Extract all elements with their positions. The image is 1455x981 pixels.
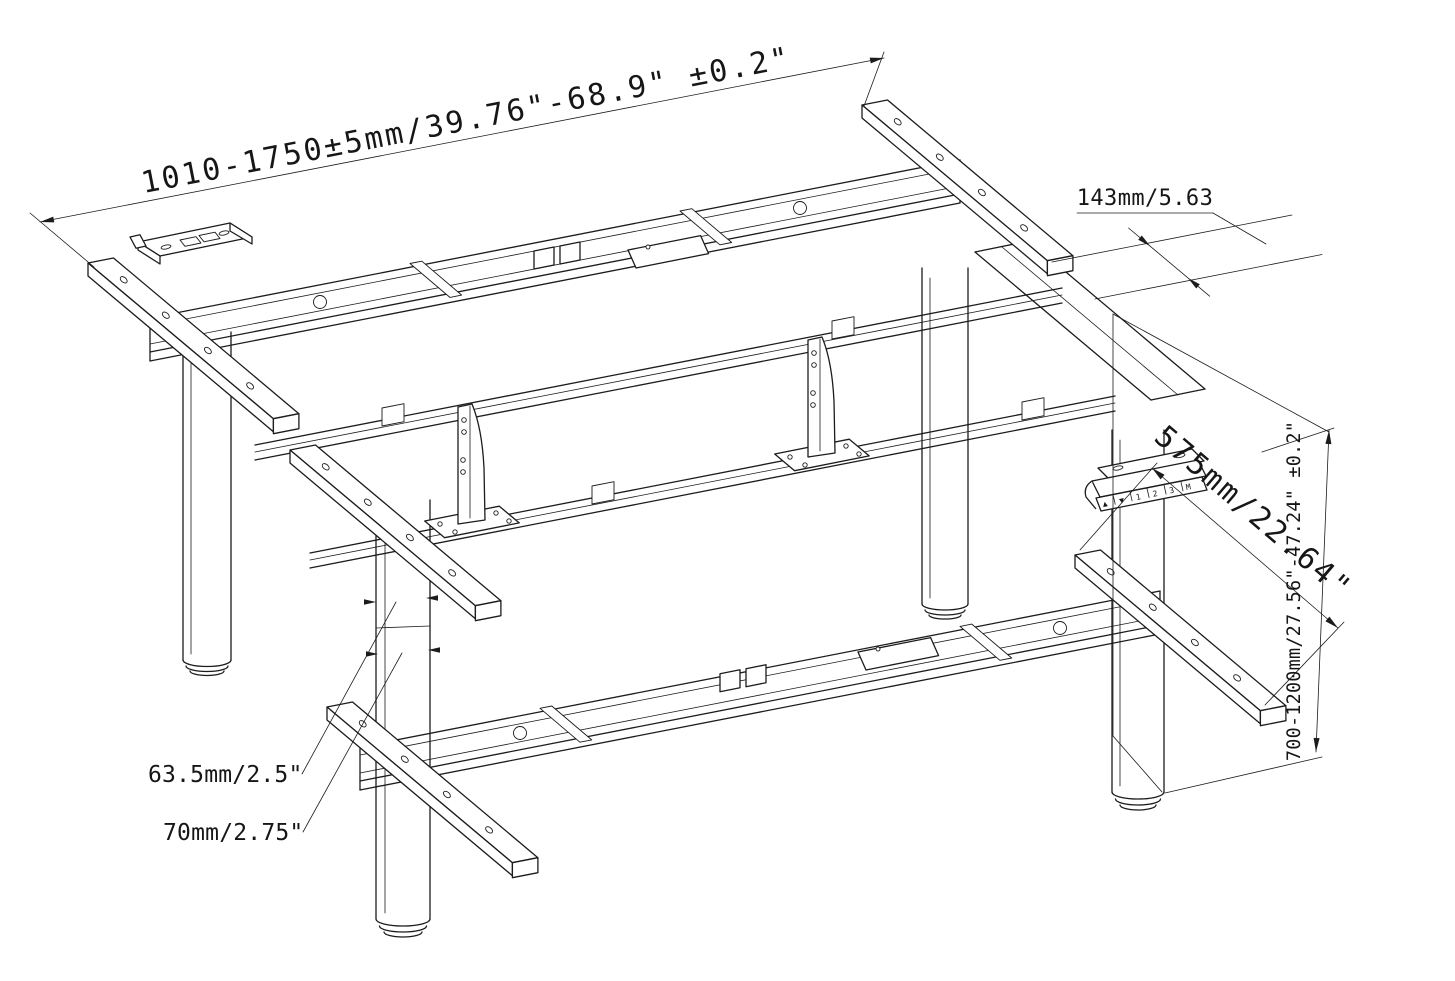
slider-block xyxy=(1021,397,1045,421)
keypad-front-right: ▲ ▼ 1 2 3 M xyxy=(1084,448,1208,512)
beam-connector xyxy=(533,246,555,270)
beam-connector xyxy=(559,241,581,265)
keypad-button-down: ▼ xyxy=(1118,496,1125,506)
keypad-button-up: ▲ xyxy=(1102,499,1109,509)
beam-connector xyxy=(745,664,767,688)
slider-block xyxy=(591,481,615,505)
keypad-button-2: 2 xyxy=(1152,489,1159,499)
keypad-button xyxy=(179,236,202,247)
motor-box xyxy=(627,234,710,269)
side-plate-back-left xyxy=(87,257,300,435)
mount-slot xyxy=(160,244,172,250)
keypad-button-3: 3 xyxy=(1168,486,1175,496)
beam-clamp xyxy=(959,623,1013,661)
gusset-bracket-right xyxy=(774,336,870,472)
beam-connector xyxy=(719,669,741,693)
leg-back-right xyxy=(921,267,969,620)
slider-block xyxy=(381,403,405,427)
dim-height-label: 700-1200mm/27.56"-47.24" ±0.2" xyxy=(1284,421,1305,761)
side-plate-back-right xyxy=(861,99,1074,277)
side-plate-front-right xyxy=(1074,549,1287,727)
back-beam xyxy=(149,159,961,362)
dim-lower-column-label: 70mm/2.75" xyxy=(163,820,303,846)
beam-hole xyxy=(793,201,807,215)
center-rails xyxy=(254,287,1116,569)
slider-block xyxy=(831,316,855,340)
dim-width-label: 1010-1750±5mm/39.76"-68.9" ±0.2" xyxy=(138,40,794,201)
dimension-height-range: 700-1200mm/27.56"-47.24" ±0.2" xyxy=(1112,313,1335,794)
keypad-top-left xyxy=(129,222,253,265)
mount-slot xyxy=(218,230,230,236)
dim-upper-column-label: 63.5mm/2.5" xyxy=(148,762,303,788)
front-beam xyxy=(359,590,1161,791)
beam-clamp xyxy=(679,208,733,246)
keypad-button-memory: M xyxy=(1185,482,1192,492)
mount-slot xyxy=(1174,452,1186,459)
beam-hole xyxy=(513,726,527,740)
beam-clamp xyxy=(539,705,593,743)
dimension-column-diameters: 63.5mm/2.5" 70mm/2.75" xyxy=(148,595,440,846)
dim-side-bracket-label: 575mm/22.64" xyxy=(1148,419,1359,607)
beam-hole xyxy=(313,295,327,309)
side-plate-front-left xyxy=(289,444,502,622)
dimension-width-range: 1010-1750±5mm/39.76"-68.9" ±0.2" xyxy=(29,40,885,268)
motor-box xyxy=(857,636,940,671)
dimension-bracket-offset: 143mm/5.63 xyxy=(1051,186,1323,300)
gusset-bracket-left xyxy=(424,403,520,539)
keypad-button-1: 1 xyxy=(1135,492,1142,502)
keypad-button xyxy=(198,231,221,243)
right-cross-channel xyxy=(974,240,1206,401)
dim-offset-label: 143mm/5.63 xyxy=(1077,186,1213,211)
beam-clamp xyxy=(409,260,463,298)
keypad-buttons: ▲ ▼ 1 2 3 M xyxy=(1102,482,1192,508)
beam-hole xyxy=(1053,621,1067,635)
front-beam-left-arm xyxy=(326,701,539,879)
